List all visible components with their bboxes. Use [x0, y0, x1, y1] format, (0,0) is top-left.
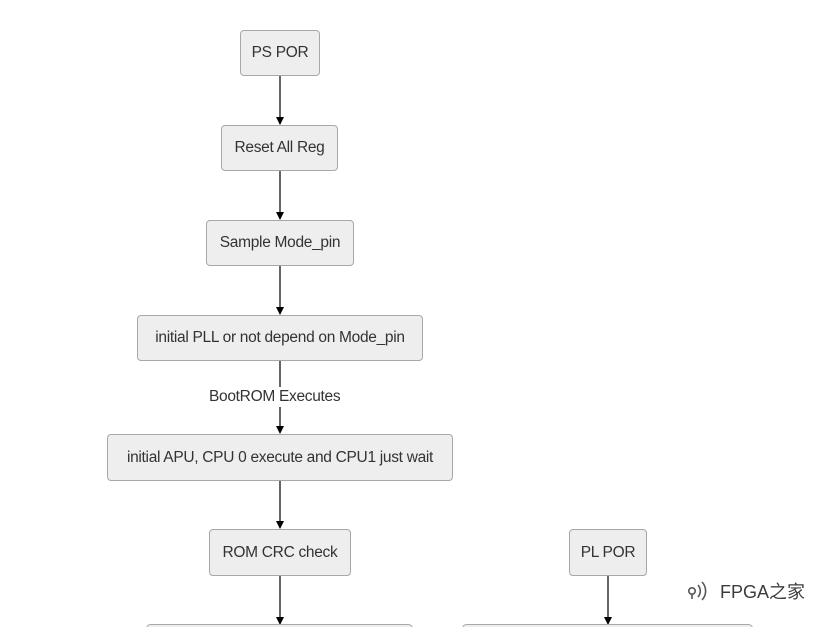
- node-initial-pll: initial PLL or not depend on Mode_pin: [137, 315, 423, 361]
- node-ps-por: PS POR: [240, 30, 320, 76]
- node-reset-all-reg: Reset All Reg: [221, 125, 338, 171]
- node-next-left-partial: [146, 624, 413, 627]
- node-sample-mode-pin: Sample Mode_pin: [206, 220, 354, 266]
- watermark-text: FPGA之家: [720, 582, 806, 602]
- node-next-right-partial: [462, 624, 753, 627]
- node-pl-por: PL POR: [569, 529, 647, 576]
- node-initial-apu: initial APU, CPU 0 execute and CPU1 just…: [107, 434, 453, 481]
- node-rom-crc-check: ROM CRC check: [209, 529, 351, 576]
- wechat-official-account-icon: [682, 578, 712, 604]
- watermark: FPGA之家: [682, 578, 805, 604]
- edge-label-bootrom-executes: BootROM Executes: [207, 387, 343, 407]
